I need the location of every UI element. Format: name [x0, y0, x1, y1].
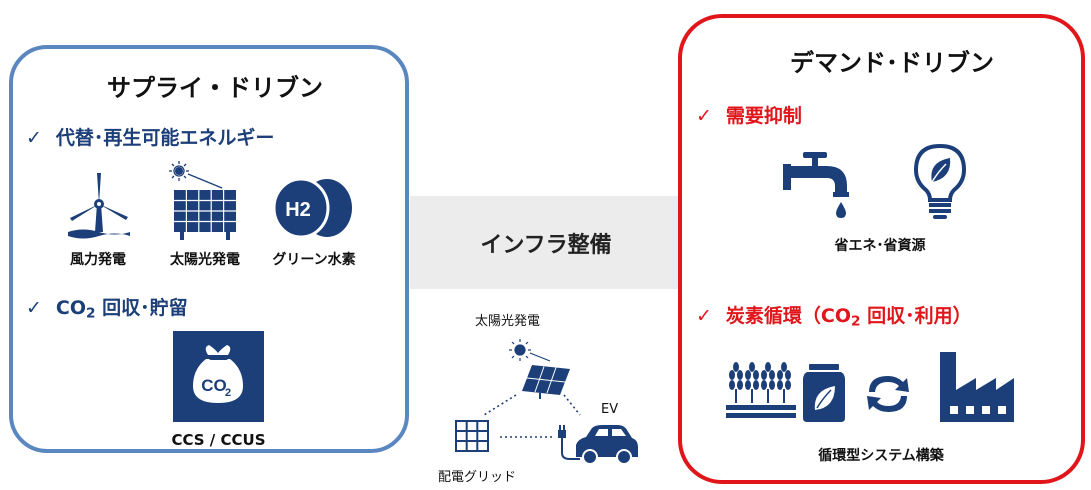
check-icon: ✓ — [26, 127, 42, 149]
sun-icon — [509, 339, 551, 362]
fertilizer-bag-icon — [803, 364, 845, 422]
check-icon: ✓ — [26, 297, 42, 319]
infra-label: インフラ整備 — [480, 232, 612, 258]
lightbulb-leaf-icon — [913, 143, 967, 219]
small-solar-panel-icon — [522, 365, 570, 399]
hydrogen-icon: H2 — [272, 177, 352, 239]
grid-icon — [455, 420, 489, 452]
co2-bag-tile: CO 2 — [173, 331, 264, 422]
supply-driven-panel — [9, 45, 409, 453]
saving-label: 省エネ･省資源 — [834, 238, 926, 254]
wheat-icon — [726, 362, 796, 418]
supply-title: サプライ・ドリブン — [107, 74, 323, 102]
svg-text:2: 2 — [225, 387, 231, 399]
wind-label: 風力発電 — [70, 252, 126, 268]
ev-car-icon — [558, 425, 638, 465]
demand-section-carbon-cycle: ✓炭素循環（CO2 回収･利用） — [696, 305, 972, 330]
recycle-arrows-icon — [867, 376, 909, 412]
factory-icon — [940, 352, 1014, 422]
solar-label: 太陽光発電 — [170, 252, 240, 268]
infra-grid-label: 配電グリッド — [438, 470, 517, 485]
demand-title: デマンド･ドリブン — [790, 49, 994, 77]
check-icon: ✓ — [696, 305, 712, 327]
renewable-label: 代替･再生可能エネルギー — [55, 127, 275, 149]
svg-text:CO: CO — [201, 376, 227, 395]
ccs-label: CCS / CCUS — [171, 431, 266, 449]
hydrogen-label: グリーン水素 — [272, 252, 356, 268]
supply-section-renewable: ✓ 代替･再生可能エネルギー — [26, 123, 274, 150]
wind-turbine-icon — [68, 173, 130, 239]
infra-network-diagram — [455, 339, 638, 465]
faucet-icon — [783, 152, 849, 218]
infra-solar-label: 太陽光発電 — [475, 314, 541, 329]
infra-band — [410, 196, 682, 289]
co2-bag-icon: CO 2 — [193, 345, 243, 403]
demand-section-reduction: ✓需要抑制 — [696, 105, 802, 127]
solar-panel-icon — [169, 161, 236, 240]
demand-driven-panel — [678, 14, 1085, 484]
check-icon: ✓ — [696, 105, 712, 127]
h2-badge: H2 — [285, 199, 311, 221]
supply-section-ccs: ✓CO2 回収･貯留 — [26, 297, 188, 322]
circular-label: 循環型システム構築 — [818, 448, 944, 464]
infra-ev-label: EV — [601, 402, 619, 417]
